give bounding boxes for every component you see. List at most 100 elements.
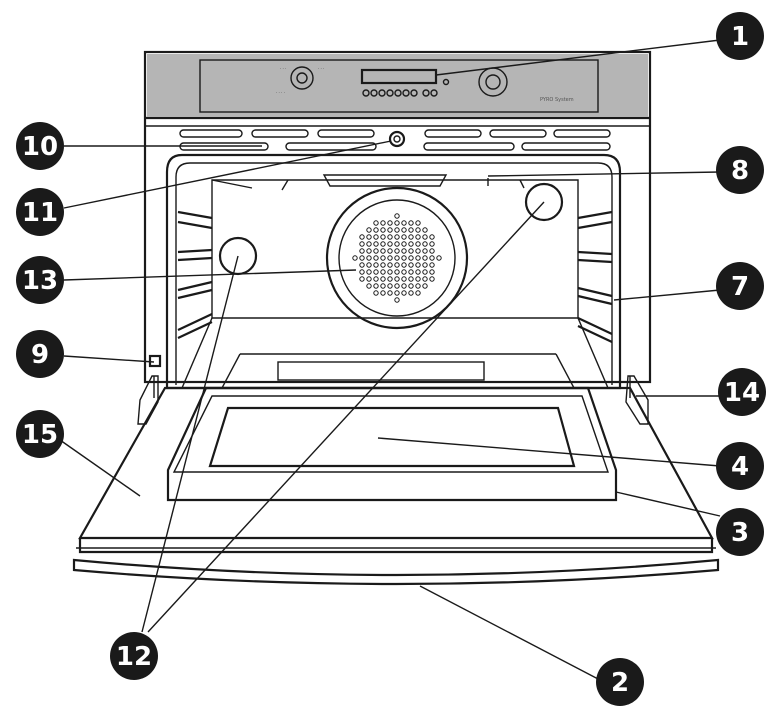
fan-hole: [366, 255, 372, 261]
fan-grille-holes: [352, 213, 442, 303]
fan-hole: [380, 290, 386, 296]
fan-hole: [422, 262, 428, 268]
fan-hole: [394, 276, 400, 282]
fan-hole: [401, 248, 407, 254]
fan-hole: [359, 269, 365, 275]
fan-hole: [415, 283, 421, 289]
svg-text:11: 11: [22, 198, 58, 228]
fan-hole: [394, 234, 400, 240]
fan-hole: [408, 248, 414, 254]
fan-hole: [373, 283, 379, 289]
fan-hole: [394, 255, 400, 261]
fan-hole: [408, 255, 414, 261]
svg-text:14: 14: [724, 378, 760, 408]
fan-hole: [373, 290, 379, 296]
fan-hole: [401, 220, 407, 226]
fan-hole: [366, 276, 372, 282]
fan-hole: [401, 227, 407, 233]
fan-hole: [401, 262, 407, 268]
callout-7: 7: [716, 262, 764, 310]
fan-hole: [387, 269, 393, 275]
fan-hole: [422, 283, 428, 289]
fan-hole: [415, 220, 421, 226]
fan-hole: [415, 262, 421, 268]
fan-hole: [387, 255, 393, 261]
fan-hole: [401, 283, 407, 289]
svg-text:8: 8: [731, 156, 749, 186]
fan-hole: [429, 262, 435, 268]
fan-hole: [401, 290, 407, 296]
svg-text:2: 2: [611, 668, 629, 698]
fan-hole: [380, 262, 386, 268]
fan-hole: [408, 269, 414, 275]
fan-hole: [415, 255, 421, 261]
fan-hole: [408, 290, 414, 296]
fan-hole: [373, 255, 379, 261]
callout-13: 13: [16, 256, 64, 304]
fan-hole: [352, 255, 358, 261]
leader-lines: [59, 39, 721, 681]
fan-hole: [401, 276, 407, 282]
fan-hole: [415, 269, 421, 275]
fan-hole: [387, 234, 393, 240]
fan-hole: [394, 269, 400, 275]
fan-hole: [401, 241, 407, 247]
fan-hole: [408, 283, 414, 289]
fan-hole: [373, 227, 379, 233]
fan-hole: [422, 276, 428, 282]
fan-hole: [408, 227, 414, 233]
fan-hole: [408, 220, 414, 226]
fan-hole: [394, 213, 400, 219]
fan-hole: [422, 241, 428, 247]
fan-hole: [387, 220, 393, 226]
fan-hole: [380, 283, 386, 289]
fan-hole: [373, 248, 379, 254]
left-shelf-runners: [177, 210, 213, 339]
fan-hole: [359, 241, 365, 247]
fan-hole: [415, 276, 421, 282]
fan-hole: [373, 269, 379, 275]
fan-hole: [359, 234, 365, 240]
fan-hole: [366, 269, 372, 275]
svg-text:13: 13: [22, 266, 58, 296]
fan-hole: [422, 255, 428, 261]
svg-text:12: 12: [116, 642, 152, 672]
fan-hole: [373, 234, 379, 240]
fan-hole: [415, 241, 421, 247]
fan-hole: [401, 269, 407, 275]
fan-hole: [387, 227, 393, 233]
fan-hole: [394, 241, 400, 247]
fan-hole: [387, 283, 393, 289]
fan-hole: [415, 227, 421, 233]
fan-hole: [415, 290, 421, 296]
fan-hole: [401, 255, 407, 261]
fan-hole: [359, 255, 365, 261]
fan-hole: [429, 241, 435, 247]
oven-body: [143, 50, 652, 384]
door-switch: [148, 354, 162, 368]
svg-text:10: 10: [22, 132, 58, 162]
fan-hole: [408, 234, 414, 240]
callout-15: 15: [16, 410, 64, 458]
callout-3: 3: [716, 508, 764, 556]
fan-hole: [380, 227, 386, 233]
fan-hole: [380, 234, 386, 240]
fan-hole: [429, 234, 435, 240]
callout-9: 9: [16, 330, 64, 378]
fan-hole: [408, 276, 414, 282]
fan-hole: [422, 234, 428, 240]
callout-10: 10: [16, 122, 64, 170]
fan-hole: [408, 262, 414, 268]
fan-hole: [366, 227, 372, 233]
door-handle: [72, 558, 720, 586]
callout-1: 1: [716, 12, 764, 60]
fan-hole: [359, 276, 365, 282]
callout-12: 12: [110, 632, 158, 680]
fan-hole: [359, 262, 365, 268]
callout-11: 11: [16, 188, 64, 236]
fan-hole: [359, 248, 365, 254]
door-glass: [208, 406, 576, 468]
callout-8: 8: [716, 146, 764, 194]
fan-hole: [429, 255, 435, 261]
